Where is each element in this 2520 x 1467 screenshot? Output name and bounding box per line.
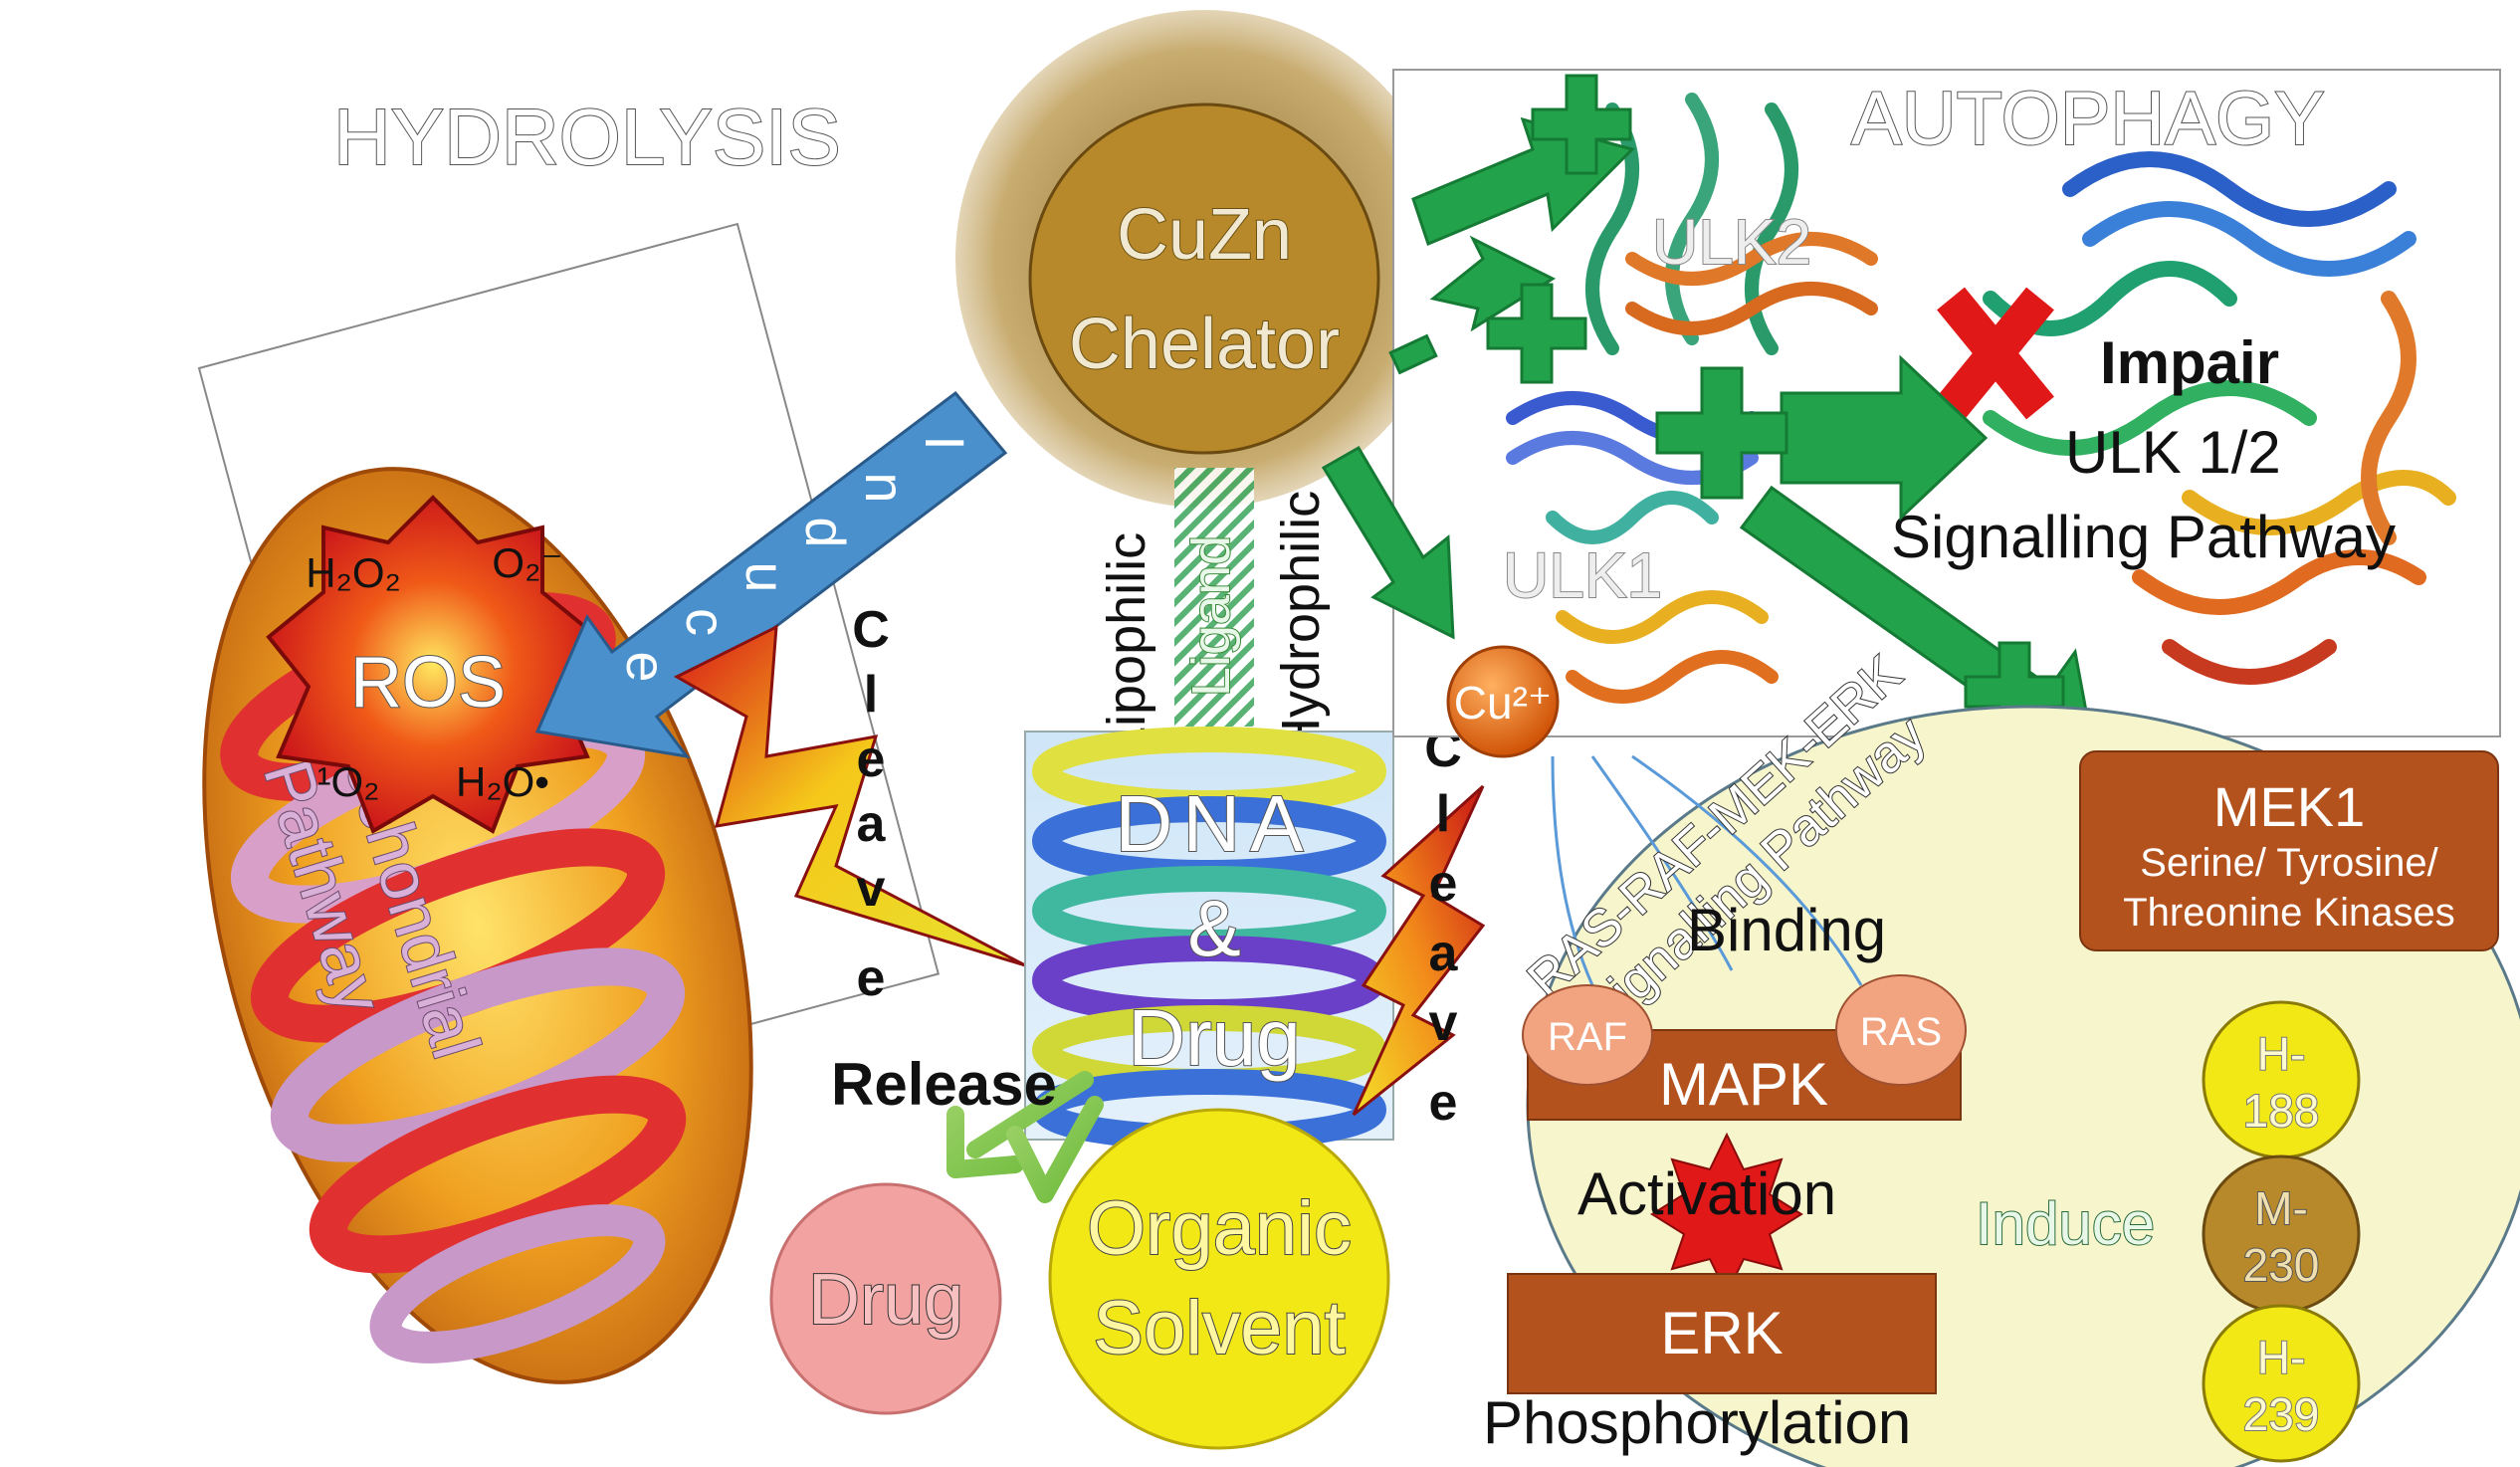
- compound-2-line1: M-: [2254, 1182, 2308, 1234]
- cleave-right-6: e: [1429, 1074, 1458, 1132]
- ligand-region: Lipophilic Ligand Hydrophilic: [1097, 468, 1331, 756]
- release-arrow-1: [946, 1071, 1094, 1178]
- impair-line2: ULK 1/2: [2065, 419, 2281, 486]
- impair-line1: Impair: [2100, 329, 2279, 396]
- binding-label: Binding: [1687, 897, 1886, 963]
- ligand-ligand: Ligand: [1181, 535, 1241, 697]
- ros-star: [266, 495, 600, 834]
- raf-label: RAF: [1548, 1015, 1627, 1059]
- induce-letter-5: c: [675, 608, 737, 636]
- release-label: Release: [831, 1051, 1057, 1118]
- arrow-to-copper: [1321, 445, 1455, 640]
- cleave-bolt-right: C l e a v e: [1352, 721, 1486, 1132]
- induce-arrow-shape: [534, 390, 1008, 759]
- mek1-line2: Serine/ Tyrosine/: [2140, 841, 2438, 885]
- induce-letter-3: d: [794, 517, 857, 547]
- induce-horizontal-label: Induce: [1976, 1190, 2155, 1257]
- ros-singlet-oxygen: ¹O₂: [317, 758, 380, 805]
- copper-ion: [1446, 645, 1560, 758]
- induce-letter-1: I: [914, 435, 976, 451]
- cleave-left-4: a: [857, 795, 887, 853]
- compound-2-line2: 230: [2243, 1239, 2320, 1291]
- cell-region: RAS-RAF-MEK-ERK Signalling Pathway Bindi…: [1483, 644, 2520, 1467]
- solvent-circle: [1048, 1108, 1390, 1450]
- drug-circle: [769, 1182, 1002, 1415]
- chelator-circle: [1028, 103, 1380, 455]
- impair-line3: Signalling Pathway: [1891, 504, 2396, 570]
- cleave-right-5: v: [1429, 994, 1458, 1052]
- release-arrows: [946, 1071, 1104, 1203]
- cleave-left-1: C: [852, 601, 890, 659]
- cleave-letters-left: C l e a v e: [852, 601, 890, 1007]
- dna-line3: Drug: [1128, 993, 1300, 1082]
- ros-superoxide: O₂⁻: [492, 539, 562, 586]
- compound-3-line2: 239: [2243, 1388, 2320, 1440]
- ligand-hydrophilic: Hydrophilic: [1271, 491, 1331, 756]
- dna-line2: &: [1187, 884, 1240, 972]
- induce-letter-6: e: [615, 651, 678, 682]
- erk-label: ERK: [1660, 1300, 1783, 1366]
- ligand-lipophilic: Lipophilic: [1097, 532, 1156, 756]
- ulk1-label: ULK1: [1503, 539, 1662, 611]
- ros-burst: ROS H₂O₂ O₂⁻ ¹O₂ H₂O•: [266, 495, 600, 834]
- cleave-left-6: e: [857, 949, 886, 1007]
- cleave-right-4: a: [1429, 925, 1459, 982]
- compound-1-line1: H-: [2257, 1028, 2306, 1080]
- cleave-right-3: e: [1429, 855, 1458, 913]
- arrow-to-impair: [1780, 354, 1989, 522]
- cleave-left-5: v: [857, 860, 886, 918]
- solvent-line1: Organic: [1087, 1186, 1352, 1271]
- induce-letter-2: n: [854, 472, 917, 503]
- chelator-node: CuZn Chelator: [955, 10, 1453, 508]
- drug-label: Drug: [808, 1260, 963, 1340]
- compound-3-line1: H-: [2257, 1332, 2306, 1383]
- chelator-line2: Chelator: [1069, 305, 1340, 384]
- release-arrow-2: [1006, 1096, 1104, 1203]
- ulk2-protein: [1585, 93, 1878, 355]
- autophagy-title: AUTOPHAGY: [1851, 77, 2325, 161]
- mapk-label: MAPK: [1659, 1051, 1828, 1118]
- ligand-hatch: [1174, 468, 1254, 727]
- cleave-right-2: l: [1436, 785, 1450, 843]
- mek1-line3: Threonine Kinases: [2123, 891, 2455, 935]
- dna-line1: DNA: [1116, 779, 1314, 868]
- ros-h2o2: H₂O₂: [306, 549, 401, 596]
- ulk2-label: ULK2: [1652, 206, 1811, 278]
- signal-lines: [1551, 754, 1863, 986]
- plus-icon-3: [1655, 366, 1788, 500]
- compound-1-line2: 188: [2243, 1085, 2320, 1137]
- induce-letter-4: u: [735, 561, 797, 592]
- mek1-box: [2079, 750, 2499, 951]
- plus-icon-1: [1531, 74, 1632, 175]
- cleave-letters-right: C l e a v e: [1424, 721, 1462, 1132]
- hydrolysis-title: HYDROLYSIS: [333, 93, 841, 181]
- cleave-left-2: l: [864, 666, 878, 724]
- mek1-title: MEK1: [2213, 775, 2366, 838]
- ras-label: RAS: [1860, 1010, 1942, 1054]
- copper-label: Cu²⁺: [1454, 677, 1552, 729]
- ros-hydroxyl: H₂O•: [456, 758, 549, 805]
- induce-letters: I n d u c e: [615, 435, 976, 682]
- raf-ellipse: [1522, 984, 1653, 1086]
- erk-phosphorylation: Phosphorylation: [1483, 1389, 1911, 1456]
- activation-label: Activation: [1577, 1160, 1836, 1227]
- minus-icon: [1388, 333, 1438, 375]
- arrow-to-ulk2-mid: [1429, 235, 1557, 332]
- cleave-left-3: e: [857, 731, 886, 788]
- compound-circle-3: [2202, 1304, 2361, 1463]
- induce-arrow: I n d u c e: [534, 390, 1008, 759]
- solvent-line2: Solvent: [1093, 1286, 1346, 1370]
- lightning-bolt-right: [1352, 784, 1486, 1117]
- plus-icon-2: [1486, 283, 1587, 384]
- impair-x-icon: [1937, 287, 2054, 420]
- erk-box: [1507, 1273, 1937, 1394]
- chelator-line1: CuZn: [1117, 195, 1292, 275]
- ros-label: ROS: [350, 643, 506, 723]
- ras-ellipse: [1835, 974, 1967, 1086]
